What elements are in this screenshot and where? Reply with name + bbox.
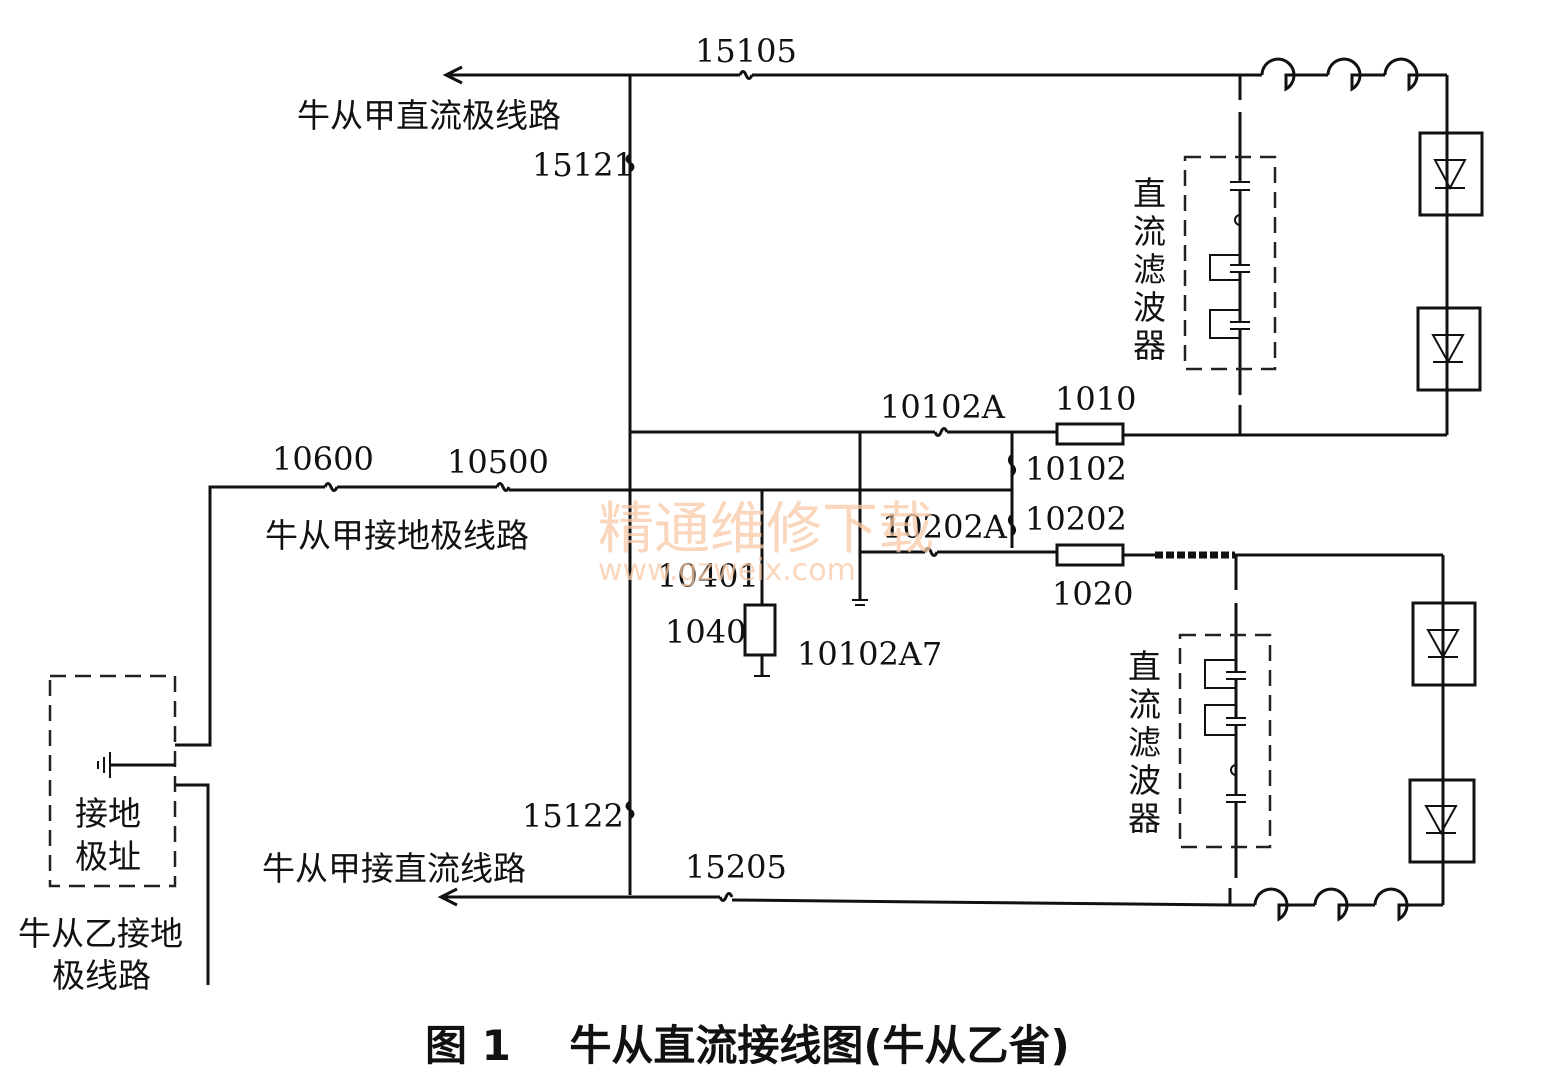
label-ground-site-2: 极址	[75, 837, 141, 876]
arrow-left-icon	[442, 65, 463, 85]
label-pole-line-a: 牛从甲直流极线路	[297, 96, 561, 135]
label-15121: 15121	[532, 146, 634, 184]
label-10500: 10500	[447, 443, 549, 481]
dc-filter-box-lower	[1178, 633, 1272, 849]
label-15122: 15122	[522, 797, 624, 835]
watermark-text: 精通维修下载	[598, 497, 934, 562]
label-15105: 15105	[695, 32, 797, 70]
label-10102A: 10102A	[880, 388, 1006, 426]
smoothing-reactor-1020	[1055, 543, 1125, 567]
break-mark-15121	[625, 153, 635, 173]
label-ground-electrode-line-a: 牛从甲接地极线路	[265, 516, 529, 555]
label-ground-site-1: 接地	[75, 794, 141, 833]
figure-caption: 图 1 牛从直流接线图(牛从乙省)	[425, 1021, 1070, 1070]
label-10102A7: 10102A7	[797, 635, 942, 673]
svg-text:器: 器	[1133, 326, 1166, 365]
resistor-1040	[743, 603, 777, 657]
neutral-bus-upper	[630, 422, 1447, 606]
label-1020: 1020	[1052, 575, 1133, 613]
break-mark-15122	[625, 800, 635, 820]
pole-line-upper	[442, 57, 1484, 895]
svg-text:流: 流	[1128, 685, 1161, 724]
smoothing-reactor-upper	[1240, 57, 1447, 92]
label-10102: 10102	[1025, 450, 1127, 488]
neutral-bus-lower	[860, 543, 1477, 905]
label-1010: 1010	[1055, 380, 1136, 418]
svg-text:直: 直	[1128, 647, 1161, 686]
label-ground-line-b-1: 牛从乙接地	[18, 914, 183, 953]
label-dc-filter-upper: 直 流 滤 波 器	[1133, 174, 1166, 365]
label-10600: 10600	[272, 440, 374, 478]
label-10401: 10401	[657, 557, 759, 595]
label-15205: 15205	[685, 848, 787, 886]
svg-text:滤: 滤	[1133, 250, 1166, 289]
svg-text:直: 直	[1133, 174, 1166, 213]
label-dc-filter-lower: 直 流 滤 波 器	[1128, 647, 1161, 838]
svg-text:波: 波	[1128, 761, 1161, 800]
label-ground-line-b-2: 极线路	[52, 956, 151, 995]
label-10202: 10202	[1025, 500, 1127, 538]
arrow-left-icon	[437, 887, 458, 907]
label-dc-line-a: 牛从甲接直流线路	[262, 849, 526, 888]
svg-text:滤: 滤	[1128, 723, 1161, 762]
label-1040: 1040	[665, 613, 746, 651]
svg-text:器: 器	[1128, 799, 1161, 838]
svg-text:流: 流	[1133, 212, 1166, 251]
watermark-url: www.gzweix.com	[598, 553, 856, 588]
converter-valve-upper-1	[1418, 131, 1484, 217]
ground-electrode-line	[175, 482, 1012, 747]
converter-valve-upper-2	[1416, 306, 1482, 392]
ground-electrode-site	[48, 674, 210, 985]
label-10202A: 10202A	[882, 508, 1008, 546]
smoothing-reactor-lower	[1230, 887, 1443, 922]
converter-valve-lower-1	[1411, 601, 1477, 687]
dc-line-lower	[437, 887, 1443, 922]
smoothing-reactor-1010	[1055, 422, 1125, 446]
svg-text:波: 波	[1133, 288, 1166, 327]
converter-valve-lower-2	[1408, 778, 1476, 864]
